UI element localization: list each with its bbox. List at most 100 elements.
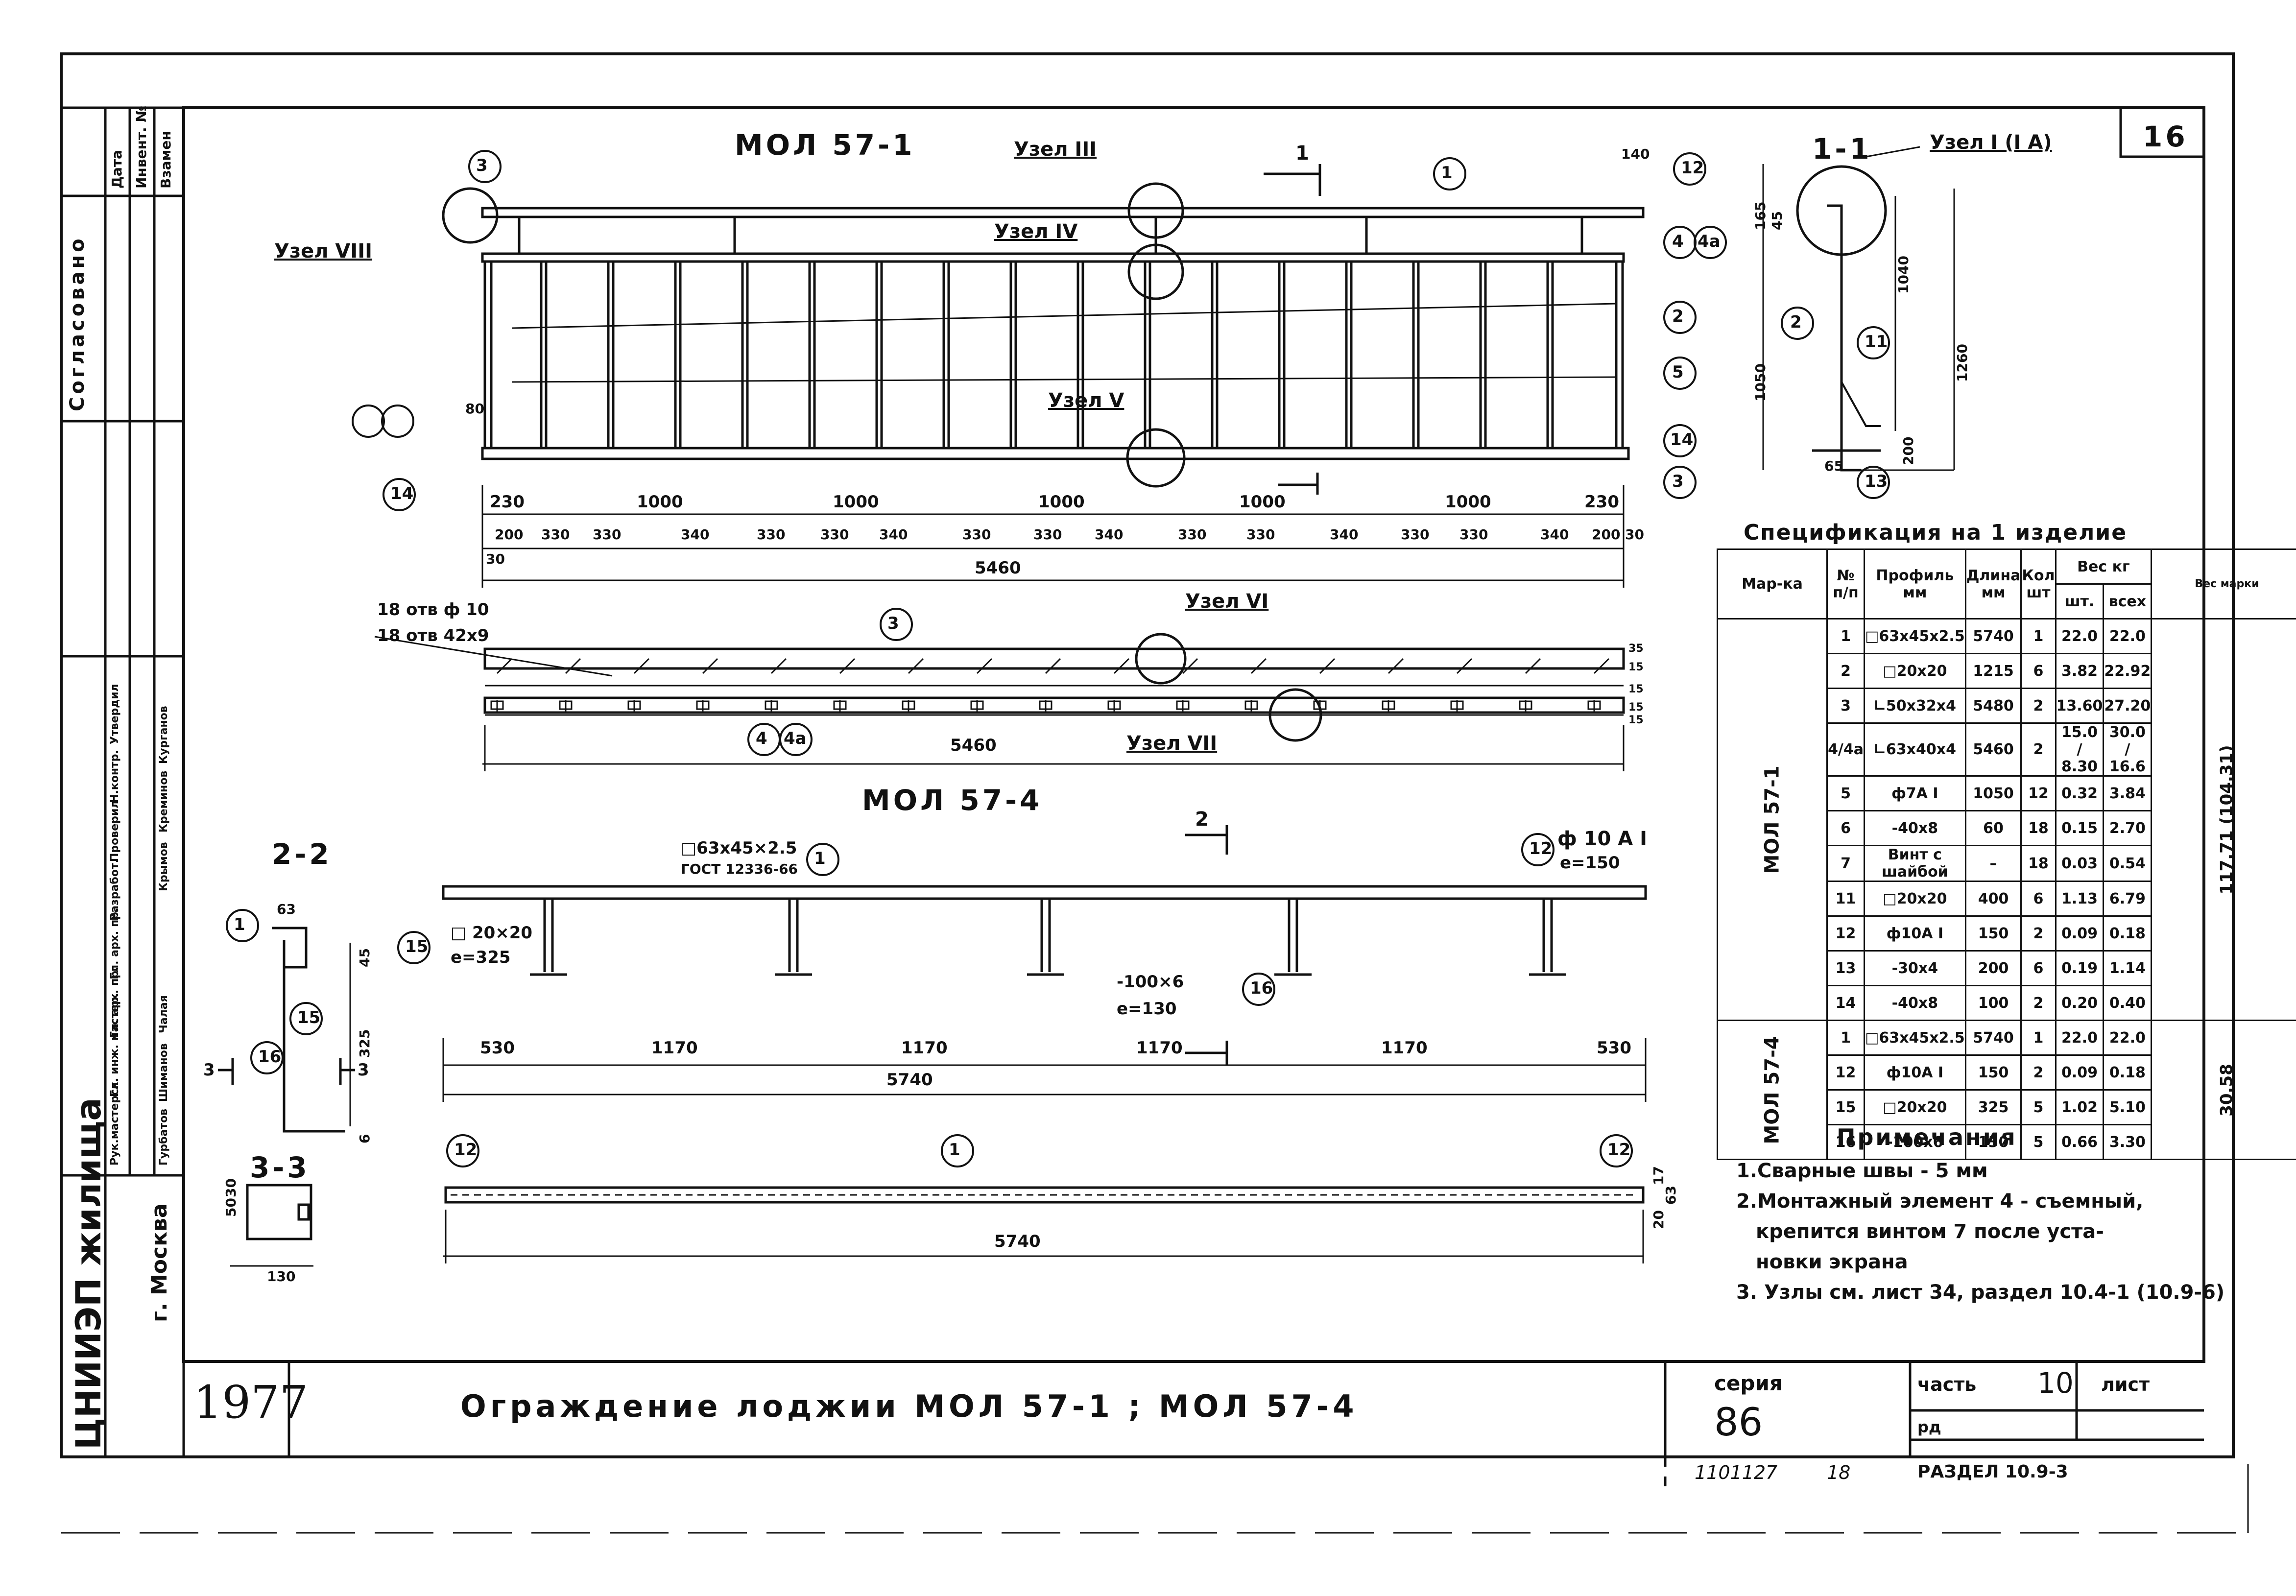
dim-label: 50 xyxy=(223,1198,239,1217)
spec-cell: 22.0 xyxy=(2103,1020,2152,1056)
spec-cell: 6 xyxy=(2020,881,2057,917)
spec-cell: 12 xyxy=(1826,915,1866,952)
spec-cell: 11 xyxy=(1826,881,1866,917)
spec-cell: ф10А I xyxy=(1864,915,1966,952)
mark-label: 12 xyxy=(1681,158,1704,178)
plan-tick xyxy=(565,658,581,713)
spec-cell: □20х20 xyxy=(1864,881,1966,917)
spec-cell: 12 xyxy=(2020,775,2057,811)
spec-cell: 27.20 xyxy=(2103,688,2152,724)
plan-lug xyxy=(1176,700,1190,710)
dim-label: 1170 xyxy=(1136,1038,1183,1058)
mark-label: 2 xyxy=(1790,312,1802,332)
note-line: 2.Монтажный элемент 4 - съемный, xyxy=(1736,1190,2144,1213)
mark-label: 3 xyxy=(1672,472,1684,491)
org-city: г. Москва xyxy=(147,1203,172,1322)
stamp-inv: Инвент. № xyxy=(133,105,149,189)
spec-cell: 7 xyxy=(1826,845,1866,882)
dim-label: 165 xyxy=(1752,201,1769,230)
view2-uzel6: Узел VI xyxy=(1185,590,1269,613)
spec-cell: 13 xyxy=(1826,950,1866,986)
dim-label: 6 xyxy=(357,1134,373,1143)
part-label: часть xyxy=(1917,1374,1977,1395)
spec-cell: 400 xyxy=(1964,881,2022,917)
support-post xyxy=(775,899,812,976)
view1-cut-mark: 1 xyxy=(1295,142,1309,165)
spec-mark: МОЛ 57-1 xyxy=(1761,765,1784,874)
mark-label: 1 xyxy=(949,1140,960,1160)
mark-label: 4 xyxy=(756,729,767,748)
dim-label: 1000 xyxy=(1445,492,1491,512)
spec-cell: 150 xyxy=(1964,915,2022,952)
dim-label: 200 xyxy=(1592,526,1621,543)
spec-cell: 325 xyxy=(1964,1089,2022,1125)
view2-total: 5460 xyxy=(950,736,997,755)
spec-cell: 3 xyxy=(1826,688,1866,724)
dim-label: 1050 xyxy=(1752,363,1769,402)
view2-holes2: 18 отв 42х9 xyxy=(377,626,489,645)
spec-cell: 3.82 xyxy=(2055,653,2105,689)
spec-cell: 0.09 xyxy=(2055,915,2105,952)
view1-posts xyxy=(540,262,1554,448)
view-mol57-1 xyxy=(442,164,1645,495)
notes-list: 1.Сварные швы - 5 мм 2.Монтажный элемент … xyxy=(1736,1156,2224,1308)
mark-label: 15 xyxy=(405,937,429,956)
sec22-title: 2-2 xyxy=(272,837,332,871)
mark-label: 4 xyxy=(1672,232,1684,251)
plan-tick xyxy=(1250,658,1267,713)
dim-label: 330 xyxy=(962,526,991,543)
spec-cell: 2.70 xyxy=(2103,810,2152,846)
mark-label: 1 xyxy=(234,915,245,934)
view1-dim-140: 140 xyxy=(1621,146,1650,162)
spec-cell: 6 xyxy=(2020,950,2057,986)
dim-label: 330 xyxy=(1459,526,1488,543)
stamp-role: Разработ. xyxy=(109,859,121,921)
plan-lug xyxy=(696,700,710,710)
view3-plate: -100×6 xyxy=(1117,972,1184,992)
spec-cell: 5 xyxy=(1826,775,1866,811)
section-2-2 xyxy=(218,927,355,1133)
drawing-area-border xyxy=(182,106,2205,1363)
dim-label: 340 xyxy=(879,526,908,543)
mark-label: 12 xyxy=(1607,1140,1631,1160)
mark-label: 16 xyxy=(258,1047,282,1067)
sheet-title: Ограждение лоджии МОЛ 57-1 ; МОЛ 57-4 xyxy=(460,1388,1358,1424)
spec-cell: 22.0 xyxy=(2055,618,2105,654)
spec-cell: 12 xyxy=(1826,1054,1866,1091)
spec-cell: 1.14 xyxy=(2103,950,2152,986)
view2-title: МОЛ 57-4 xyxy=(862,784,1043,817)
stamp-agreed: Согласовано xyxy=(66,236,89,411)
spec-cell: 3.84 xyxy=(2103,775,2152,811)
plan-lug xyxy=(559,700,573,710)
spec-cell: ∟63х40х4 xyxy=(1864,722,1966,777)
spec-cell: 15.0 / 8.30 xyxy=(2055,722,2105,777)
spec-cell: 0.32 xyxy=(2055,775,2105,811)
view1-title: МОЛ 57-1 xyxy=(735,128,915,162)
plan-lug xyxy=(765,700,778,710)
view3-post-e: e=325 xyxy=(451,948,511,967)
notes-title: Примечания xyxy=(1837,1124,2017,1150)
sheet-frame xyxy=(60,52,2235,1458)
spec-cell: □20х20 xyxy=(1864,1089,1966,1125)
title-year: 1977 xyxy=(193,1376,309,1429)
spec-cell: 0.09 xyxy=(2055,1054,2105,1091)
plan-tick xyxy=(1593,658,1610,713)
stamp-name: Креминов xyxy=(158,770,170,833)
series-value: 86 xyxy=(1714,1401,1763,1445)
dim-label: 1170 xyxy=(1381,1038,1428,1058)
note-line: 1.Сварные швы - 5 мм xyxy=(1736,1160,1988,1182)
plan-tick xyxy=(1387,658,1404,713)
dim-label: 340 xyxy=(1330,526,1359,543)
spec-cell: 1.02 xyxy=(2055,1089,2105,1125)
stamp-role: Утвердил xyxy=(109,684,121,744)
dim-label: 1000 xyxy=(637,492,683,512)
spec-cell: 18 xyxy=(2020,810,2057,846)
dim-label: 65 xyxy=(1824,458,1843,474)
org-name: ЦНИИЭП жилища xyxy=(69,1097,109,1450)
spec-cell: ∟50х32х4 xyxy=(1864,688,1966,724)
